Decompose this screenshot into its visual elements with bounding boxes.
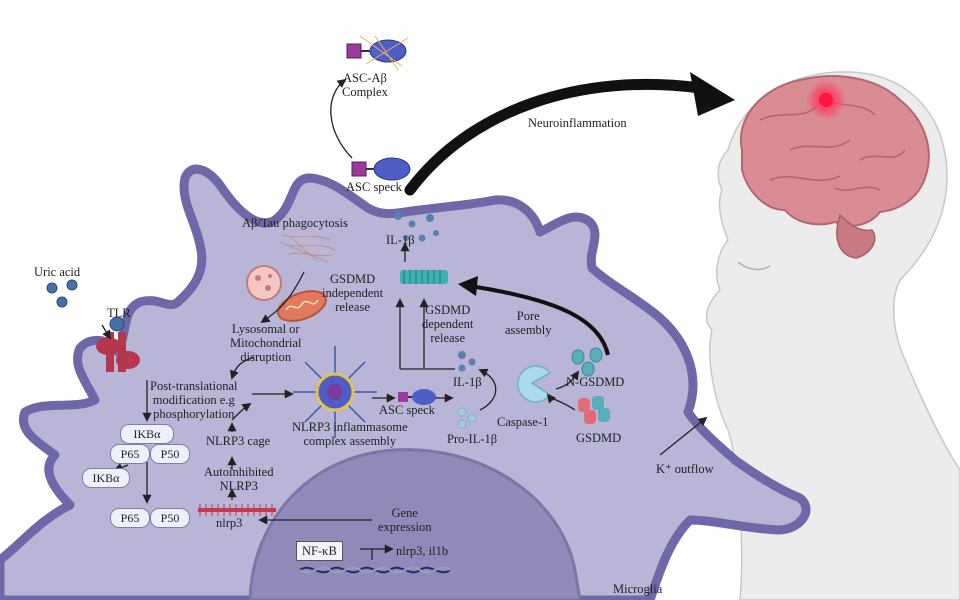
p50-pill: P50 <box>150 444 190 464</box>
ikba-left-pill: IKBα <box>82 468 130 488</box>
nlrp3-cage-label: NLRP3 cage <box>206 434 271 448</box>
uric-acid-particles <box>46 279 78 308</box>
ab-tau-phagocytosis-label: Aβ/Tau phagocytosis <box>242 216 348 230</box>
gene-expression-label: Gene expression <box>378 506 432 534</box>
caspase1-label: Caspase-1 <box>497 415 549 429</box>
asc-speck-top-label: ASC speck <box>346 180 402 194</box>
brain-icon <box>739 75 930 259</box>
neuroinflammation-label: Neuroinflammation <box>528 116 627 130</box>
nlrp3-il1b-label: nlrp3, il1b <box>396 544 449 558</box>
mitochondria-icon <box>277 290 327 322</box>
autoinhibited-label: Autoinhibited NLRP3 <box>204 465 274 493</box>
nlrp3-gene-bar <box>198 504 276 516</box>
lysosomal-label: Lysosomal or Mitochondrial disruption <box>230 322 302 364</box>
tlr-label: TLR <box>107 306 131 320</box>
k-outflow-label: K⁺ outflow <box>656 462 714 476</box>
microglia-cell-icon <box>0 164 811 600</box>
gsdmd-label: GSDMD <box>576 431 622 445</box>
p50-bottom-pill: P50 <box>150 508 190 528</box>
il1b-top-label: IL-1β <box>386 233 415 247</box>
microglia-label: Microglia <box>613 582 663 596</box>
asc-speck-icon <box>351 157 411 181</box>
nucleus-icon <box>248 448 582 600</box>
asc-ab-complex-label: ASC-Aβ Complex <box>342 71 388 99</box>
pore-assembly-label: Pore assembly <box>505 309 552 337</box>
ab-tau-fibrils <box>279 234 336 263</box>
p65-pill: P65 <box>110 444 150 464</box>
il1b-mid-label: IL-1β <box>453 375 482 389</box>
nlrp3-gene-label: nlrp3 <box>216 516 243 530</box>
lysosome-icon <box>246 265 282 301</box>
uric-acid-label: Uric acid <box>34 265 81 279</box>
p65-bottom-pill: P65 <box>110 508 150 528</box>
nlrp3-assembly-label: NLRP3 inflammasome complex assembly <box>292 420 408 448</box>
tlr-receptor-icon <box>96 316 140 372</box>
post-translational-label: Post-translational modification e.g phos… <box>150 379 238 421</box>
asc-speck-mid-label: ASC speck <box>379 403 435 417</box>
il1b-particles <box>458 351 476 372</box>
pro-il1b-particles <box>457 407 477 429</box>
gsdmd-icon <box>578 396 610 424</box>
gsdmd-pore-icon <box>400 270 448 284</box>
inflammasome-icon <box>293 346 377 438</box>
il1b-particles <box>394 212 439 242</box>
n-gsdmd-icon <box>571 347 603 377</box>
caspase-pacman-icon <box>517 365 552 403</box>
n-gsdmd-label: N-GSDMD <box>566 375 625 389</box>
asc-speck-icon <box>398 389 436 405</box>
asc-speck-icon <box>346 35 409 71</box>
gsdmd-dependent-label: GSDMD dependent release <box>422 303 474 345</box>
ikba-top-pill: IKBα <box>120 424 174 444</box>
gsdmd-independent-label: GSDMD independent release <box>322 272 384 314</box>
nfkb-box: NF-κB <box>296 541 343 561</box>
dna-icon <box>299 566 451 574</box>
pro-il1b-label: Pro-IL-1β <box>447 432 498 446</box>
